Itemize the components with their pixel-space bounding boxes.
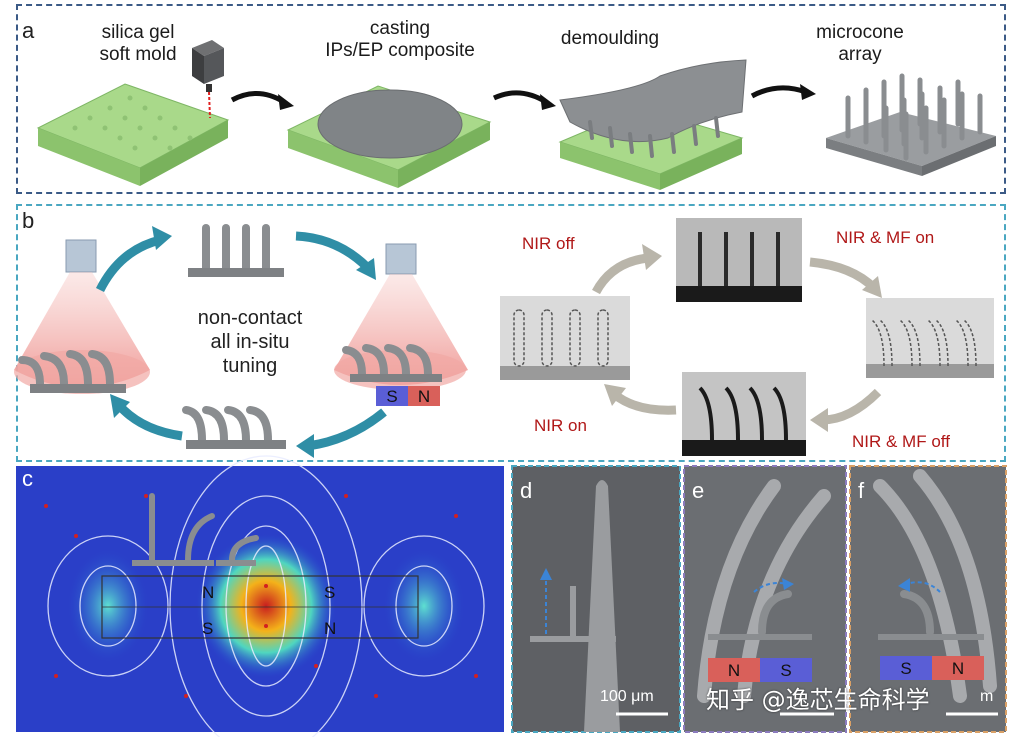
panel-d-sem	[511, 465, 681, 733]
magnet-e-left: N	[728, 661, 740, 680]
panel-a-label: a	[22, 18, 35, 43]
pole-bottom-right: N	[324, 619, 336, 638]
sem-thumb-bottom	[682, 372, 806, 456]
tuning-description: non-contact all in-situ tuning	[160, 306, 340, 378]
sem-thumb-left	[500, 296, 630, 380]
magnet-e-right: S	[780, 661, 791, 680]
step-casting-caption: casting IPs/EP composite	[290, 18, 510, 62]
tuning-line-3: tuning	[222, 355, 278, 377]
step-microcone-caption-line2: array	[838, 44, 882, 65]
laser-icon	[192, 40, 224, 119]
panel-e-sem: N S	[683, 465, 847, 733]
step-demoulding-caption: demoulding	[530, 28, 690, 50]
step-mold-caption: silica gel soft mold	[58, 22, 218, 66]
panel-d-scale: 100 μm	[600, 688, 654, 705]
panel-a-illustration	[36, 40, 996, 190]
teal-cycle-arrows	[95, 226, 387, 458]
sem-thumb-top	[676, 218, 802, 302]
state-nir-on: NIR on	[534, 416, 587, 435]
casting-mold-block	[286, 85, 492, 188]
base-plate-left	[30, 384, 126, 393]
base-plate-right	[350, 374, 442, 382]
step-microcone-caption-line1: microcone	[816, 22, 904, 43]
bent-pillars-bottom	[182, 406, 286, 449]
panel-b-illustration: S N	[14, 218, 994, 458]
gray-cycle-arrows	[592, 244, 882, 432]
magnet-f-right: N	[952, 659, 964, 678]
state-nir-off: NIR off	[522, 234, 575, 253]
magnet-b-n: N	[418, 387, 430, 406]
bent-pillars-left	[18, 350, 114, 388]
panel-d-label: d	[520, 478, 533, 503]
tuning-line-1: non-contact	[197, 307, 303, 329]
straight-pillars-top	[188, 224, 284, 277]
step-microcone-caption: microcone array	[790, 22, 930, 66]
step-casting-caption-line2: IPs/EP composite	[325, 40, 475, 61]
panel-c-label: c	[22, 466, 33, 491]
bent-pillars-right	[342, 344, 432, 378]
pole-bottom-left: S	[202, 619, 213, 638]
pole-top-right: S	[324, 583, 335, 602]
panel-b-frame	[16, 204, 1006, 462]
silica-mold-block	[36, 83, 230, 186]
state-nir-mf-on: NIR & MF on	[836, 228, 935, 247]
magnet-f-left: S	[900, 659, 911, 678]
magnet-bar-b: S N	[376, 386, 440, 406]
tuning-line-2: all in-situ	[210, 331, 290, 353]
nir-lamp-right	[334, 243, 468, 390]
panel-f-sem: S N	[849, 465, 1007, 733]
panel-f-scale-tail: m	[980, 688, 994, 705]
step-demoulding-caption-line1: demoulding	[560, 28, 660, 49]
step-casting-caption-line1: casting	[369, 18, 431, 39]
watermark: 知乎 @逸芯生命科学	[706, 686, 930, 714]
panel-a-frame	[16, 4, 1006, 194]
panel-f-label: f	[858, 478, 865, 503]
state-nir-mf-off: NIR & MF off	[852, 432, 950, 451]
demoulding-block	[558, 59, 747, 190]
panel-c-field-map: N S S N	[16, 455, 504, 737]
step-mold-caption-line2: soft mold	[99, 44, 177, 65]
step-mold-caption-line1: silica gel	[101, 22, 175, 43]
sem-thumb-right	[866, 298, 994, 378]
panel-b-label: b	[22, 208, 35, 233]
magnet-b-s: S	[386, 387, 397, 406]
microcone-array	[826, 73, 996, 176]
panel-e-label: e	[692, 478, 705, 503]
pole-top-left: N	[202, 583, 214, 602]
composite-layer	[317, 89, 463, 159]
demoulded-film	[559, 59, 747, 143]
